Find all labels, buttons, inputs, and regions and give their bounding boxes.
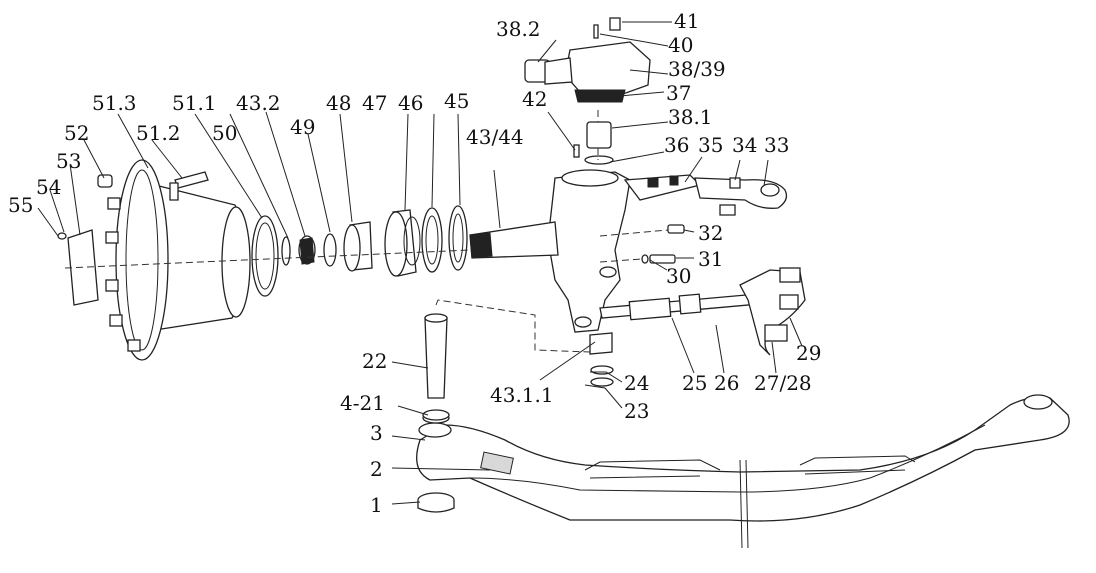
- steering-knuckle: [469, 169, 631, 333]
- part-labels: 1 2 3 4-21 22 23 24 25 26 27/28 29 30 31…: [8, 9, 821, 517]
- label-22: 22: [362, 349, 387, 373]
- label-51-2: 51.2: [136, 121, 181, 145]
- label-1: 1: [370, 493, 383, 517]
- label-50: 50: [212, 121, 237, 145]
- bearing-set: [251, 205, 468, 297]
- tie-rod: [599, 267, 806, 356]
- label-4-21: 4-21: [340, 391, 385, 415]
- label-34: 34: [732, 133, 757, 157]
- label-33: 33: [764, 133, 789, 157]
- label-54: 54: [36, 175, 61, 199]
- label-38-2: 38.2: [496, 17, 541, 41]
- label-27-28: 27/28: [754, 371, 812, 395]
- leader-lines: [37, 21, 803, 505]
- label-23: 23: [624, 399, 649, 423]
- label-43-1-1: 43.1.1: [490, 383, 554, 407]
- pin-alignment-line: [435, 299, 591, 353]
- label-2: 2: [370, 457, 383, 481]
- label-48: 48: [326, 91, 351, 115]
- label-53: 53: [56, 149, 81, 173]
- steering-arm: [623, 174, 788, 216]
- label-3: 3: [370, 421, 383, 445]
- label-35: 35: [698, 133, 723, 157]
- label-24: 24: [624, 371, 649, 395]
- label-32: 32: [698, 221, 723, 245]
- label-40: 40: [668, 33, 693, 57]
- label-26: 26: [714, 371, 739, 395]
- label-30: 30: [666, 264, 691, 288]
- label-51-3: 51.3: [92, 91, 137, 115]
- label-29: 29: [796, 341, 821, 365]
- brake-chamber: [524, 17, 651, 165]
- king-pin-assembly: [417, 313, 614, 513]
- label-55: 55: [8, 193, 33, 217]
- axis-centerline: [64, 249, 471, 269]
- label-43-2: 43.2: [236, 91, 281, 115]
- label-46: 46: [398, 91, 423, 115]
- fitting-line-32: [599, 229, 669, 237]
- label-52: 52: [64, 121, 89, 145]
- label-42: 42: [522, 87, 547, 111]
- fitting-line-30: [599, 258, 643, 263]
- label-43-44: 43/44: [466, 125, 524, 149]
- label-38-39: 38/39: [668, 57, 726, 81]
- label-38-1: 38.1: [668, 105, 713, 129]
- label-41: 41: [674, 9, 699, 33]
- axle-beam: [416, 394, 1070, 549]
- label-25: 25: [682, 371, 707, 395]
- label-37: 37: [666, 81, 691, 105]
- small-fittings: [641, 224, 685, 264]
- label-49: 49: [290, 115, 315, 139]
- label-36: 36: [664, 133, 689, 157]
- label-47: 47: [362, 91, 387, 115]
- label-51-1: 51.1: [172, 91, 217, 115]
- wheel-hub: [57, 159, 251, 361]
- label-31: 31: [698, 247, 723, 271]
- label-45: 45: [444, 89, 469, 113]
